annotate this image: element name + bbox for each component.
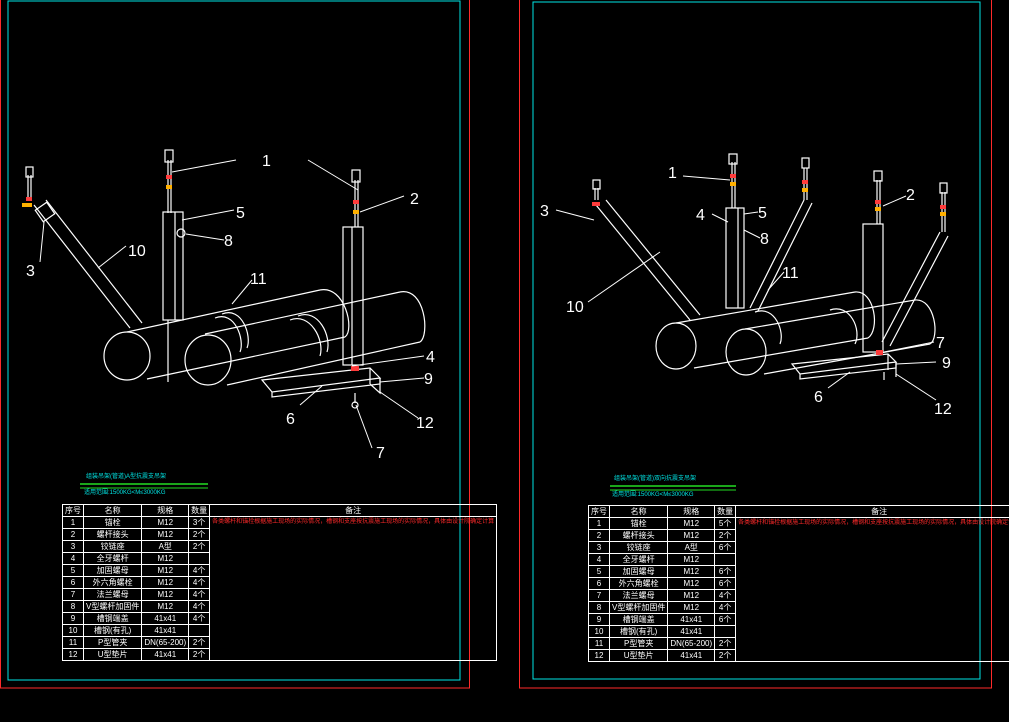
sheet-2-subtitle: 适用范围:1500KG<M≤3000KG [612,492,694,498]
sheet-1-outer-frame [0,0,470,689]
callout-11: 11 [250,271,267,288]
sheet-1-title: 组装吊架(管道)A型抗震支吊架 [86,474,166,480]
sheet-1-colored-marks [22,175,359,371]
col-remark: 备注 [735,505,1009,518]
col-name: 名称 [82,504,143,517]
col-spec: 规格 [141,504,190,517]
sheet-2-colored-marks [592,174,946,355]
callout-5: 5 [236,205,245,222]
callout-12: 12 [934,401,952,418]
sheet-1-remark-note: 各类螺杆和锚栓根据施工现场的实际情况，槽钢和支座按抗震施工现场的实际情况，具体由… [209,516,498,661]
callout-10: 10 [128,243,146,260]
col-name: 名称 [608,505,669,518]
callout-5: 5 [758,205,767,222]
sheet-2-inner-frame [532,1,981,680]
sheet-2-outer-frame [519,0,992,689]
table-header-row: 序号 名称 规格 数量 备注 [62,504,498,517]
callout-9: 9 [942,355,951,372]
sheet-2-title: 组装吊架(管道)双向抗震支吊架 [614,476,696,482]
col-remark: 备注 [209,504,498,517]
col-spec: 规格 [667,505,716,518]
callout-12: 12 [416,415,434,432]
sheet-2-drawing [592,153,949,380]
sheet-1-drawing [25,149,426,409]
callout-10: 10 [566,299,584,316]
col-index: 序号 [62,504,84,517]
sheet-2-remark-note: 各类螺杆和锚栓根据施工现场的实际情况，槽钢和支座按抗震施工现场的实际情况，具体由… [735,517,1009,662]
callout-7: 7 [936,335,945,352]
callout-9: 9 [424,371,433,388]
sheet-1-callouts: 1 2 3 4 5 6 7 8 9 10 11 12 [26,153,435,462]
sheet-1-leaders [39,159,425,449]
callout-3: 3 [540,203,549,220]
callout-8: 8 [224,233,233,250]
table-header-row: 序号 名称 规格 数量 备注 [588,505,1009,518]
sheet-2-leaders [555,175,937,401]
sheet-2-callouts: 1 2 3 4 5 6 7 8 9 10 11 12 [540,165,952,418]
callout-8: 8 [760,231,769,248]
callout-2: 2 [906,187,915,204]
sheet-1-inner-frame [7,0,461,681]
callout-2: 2 [410,191,419,208]
callout-6: 6 [814,389,823,406]
col-qty: 数量 [188,504,211,517]
col-qty: 数量 [714,505,737,518]
callout-4: 4 [426,349,435,366]
sheet-1-subtitle: 适用范围:1500KG<M≤3000KG [84,490,166,496]
callout-1: 1 [668,165,677,182]
callout-11: 11 [782,265,799,282]
callout-4: 4 [696,207,705,224]
callout-6: 6 [286,411,295,428]
col-index: 序号 [588,505,610,518]
callout-7: 7 [376,445,385,462]
callout-3: 3 [26,263,35,280]
callout-1: 1 [262,153,271,170]
